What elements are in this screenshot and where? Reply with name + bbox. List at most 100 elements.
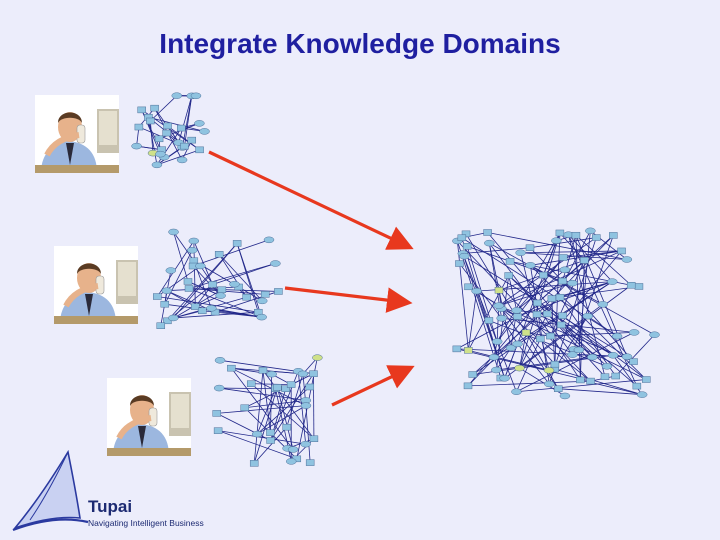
network-node — [199, 128, 210, 135]
network-node — [559, 392, 571, 400]
network-node — [587, 353, 598, 361]
network-node — [536, 335, 545, 343]
network-edge — [568, 234, 638, 387]
network-node — [493, 302, 504, 309]
network-edge — [456, 348, 628, 358]
network-node — [512, 340, 523, 348]
network-edge — [256, 405, 307, 435]
network-edge — [188, 263, 276, 289]
arrow-from-domain-3 — [331, 365, 415, 407]
network-node — [592, 234, 601, 241]
network-edge — [498, 237, 597, 307]
network-node — [525, 262, 536, 269]
network-node — [471, 287, 482, 295]
network-node — [494, 287, 504, 294]
network-edge — [615, 334, 655, 377]
network-edge — [457, 240, 469, 351]
network-edge — [559, 297, 617, 377]
network-node — [282, 423, 291, 431]
network-node — [642, 376, 651, 383]
network-edge — [187, 281, 221, 296]
network-node — [464, 347, 473, 354]
network-node — [576, 376, 585, 384]
network-edge — [501, 318, 518, 345]
network-edge — [456, 298, 553, 350]
network-node — [131, 142, 142, 150]
network-node — [281, 385, 290, 392]
person-on-phone-icon — [107, 378, 191, 456]
network-node — [553, 385, 563, 392]
network-edge — [212, 263, 276, 285]
network-node — [499, 375, 510, 382]
network-node — [629, 358, 638, 365]
network-node — [213, 427, 223, 434]
network-node — [297, 370, 309, 378]
network-node — [150, 104, 159, 112]
network-edge — [498, 282, 573, 307]
network-edge — [149, 120, 154, 154]
network-edge — [173, 231, 195, 261]
network-edge — [173, 231, 189, 282]
network-node — [309, 435, 319, 443]
network-edge — [464, 255, 628, 358]
network-node — [573, 346, 585, 354]
network-node — [246, 380, 256, 387]
network-node — [240, 404, 250, 412]
network-edge — [462, 247, 531, 254]
network-node — [491, 366, 502, 374]
network-node — [163, 122, 172, 130]
network-node — [632, 382, 642, 390]
network-edge — [501, 308, 591, 382]
network-node — [300, 402, 312, 409]
network-edge — [575, 234, 632, 286]
network-node — [212, 410, 221, 417]
network-node — [286, 381, 296, 388]
network-node — [611, 332, 623, 340]
network-node — [484, 239, 495, 247]
network-node — [649, 331, 660, 338]
person-on-phone-icon — [35, 95, 119, 173]
network-node — [511, 307, 522, 314]
network-edge — [530, 265, 647, 380]
network-edge — [256, 388, 276, 435]
network-node — [525, 244, 535, 252]
network-node — [198, 307, 207, 315]
network-node — [137, 106, 146, 114]
network-edge — [178, 95, 193, 143]
network-node — [184, 285, 194, 292]
network-node — [232, 240, 242, 247]
network-edge — [501, 317, 635, 333]
network-edge — [519, 332, 527, 369]
network-edge — [156, 149, 200, 166]
network-node — [514, 364, 525, 372]
network-node — [601, 363, 613, 370]
network-edge — [236, 243, 263, 318]
network-edge — [496, 356, 593, 371]
network-node — [521, 329, 531, 337]
network-node — [156, 322, 166, 329]
network-node — [263, 236, 275, 244]
network-edge — [276, 387, 294, 450]
network-edge — [529, 237, 597, 249]
network-edge — [251, 383, 292, 385]
arrow-from-domain-2 — [284, 286, 413, 313]
network-node — [168, 228, 179, 236]
network-node — [567, 351, 578, 358]
network-node — [186, 246, 198, 254]
network-edge — [184, 95, 193, 147]
network-edge — [508, 275, 638, 387]
network-edge — [488, 242, 573, 355]
network-node — [162, 129, 171, 137]
network-node — [607, 352, 619, 359]
domain-network-1 — [131, 92, 210, 169]
person-on-phone-icon — [54, 246, 138, 324]
network-node — [550, 360, 560, 368]
network-edge — [188, 288, 266, 295]
network-edge — [211, 307, 262, 318]
network-edge — [200, 265, 221, 296]
network-node — [266, 370, 277, 378]
logo-tagline: Navigating Intelligent Business — [88, 518, 204, 528]
network-edge — [562, 235, 577, 282]
network-edge — [559, 232, 585, 261]
